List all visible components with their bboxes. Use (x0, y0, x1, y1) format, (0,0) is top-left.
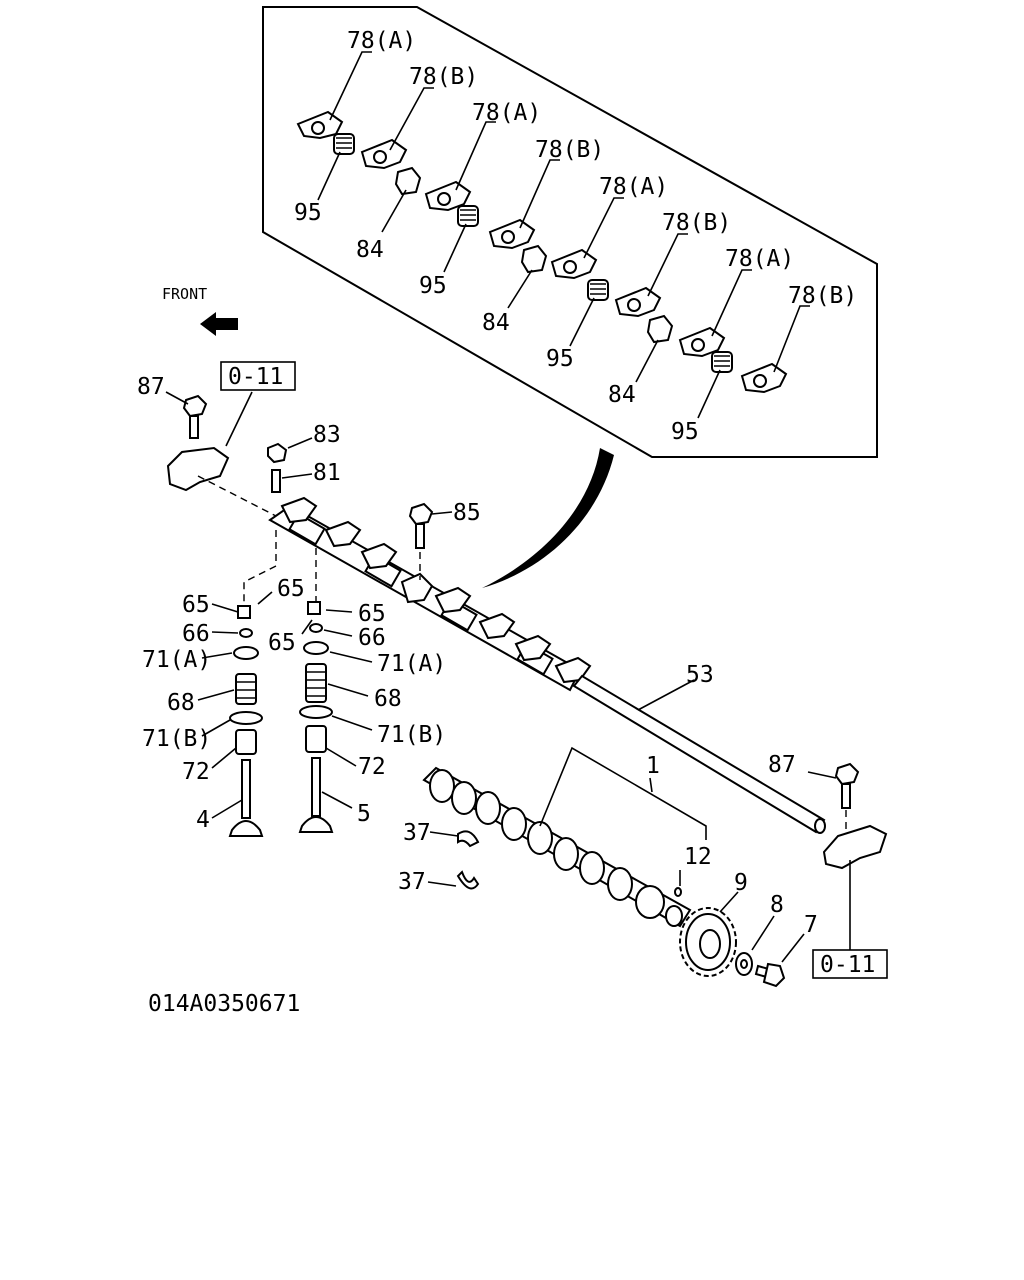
label-71b-right: 71(B) (377, 722, 446, 748)
label-78a-3: 78(A) (599, 174, 668, 200)
shaft-rod-53 (572, 674, 826, 834)
label-65-c: 65 (358, 601, 386, 627)
detail-callout-wedge (482, 448, 614, 588)
label-87-right: 87 (768, 752, 796, 778)
label-4: 4 (196, 807, 210, 833)
camshaft (422, 766, 692, 928)
rocker-arm-78b-4 (740, 362, 788, 394)
label-95-4: 95 (671, 419, 699, 445)
label-5: 5 (357, 801, 371, 827)
label-72-left: 72 (182, 759, 210, 785)
label-78a-4: 78(A) (725, 246, 794, 272)
label-71a-right: 71(A) (377, 651, 446, 677)
stud-81 (271, 469, 281, 493)
nut-83 (267, 442, 288, 464)
bolt-87-right (834, 762, 860, 809)
label-85: 85 (453, 500, 481, 526)
label-71a-left: 71(A) (142, 647, 211, 673)
rocker-arm-78a-2 (424, 180, 472, 212)
label-78b-1: 78(B) (409, 64, 478, 90)
label-65-a: 65 (182, 592, 210, 618)
detail-inset-frame (262, 6, 878, 458)
label-78b-4: 78(B) (788, 283, 857, 309)
bracket-84-3 (646, 314, 674, 344)
valve-leader-lines (197, 591, 373, 819)
svg-text:0-11: 0-11 (228, 364, 283, 390)
label-8: 8 (770, 892, 784, 918)
rocker-arm-78b-1 (360, 138, 408, 170)
front-label: FRONT (162, 285, 207, 303)
label-84-3: 84 (608, 382, 636, 408)
rocker-arm-78a-3 (550, 248, 598, 280)
diagram-code: 014A0350671 (148, 991, 300, 1017)
bolt-85 (408, 502, 434, 549)
ref-box-right: 0-11 (812, 949, 888, 979)
label-95-3: 95 (546, 346, 574, 372)
bracket-84-2 (520, 244, 548, 274)
label-68-right: 68 (374, 686, 402, 712)
bearing-37-upper (457, 830, 480, 848)
spring-95-2 (457, 205, 479, 227)
label-78a-2: 78(A) (472, 100, 541, 126)
shaft-rocker-arms (280, 496, 592, 684)
inset-leader-lines (317, 51, 810, 419)
label-9: 9 (734, 870, 748, 896)
spring-95-4 (711, 351, 733, 373)
label-37-a: 37 (403, 820, 431, 846)
label-65-b: 65 (277, 576, 305, 602)
label-95-1: 95 (294, 200, 322, 226)
valve-stack-left (228, 605, 264, 837)
rocker-arm-78b-3 (614, 286, 662, 318)
label-71b-left: 71(B) (142, 726, 211, 752)
label-68-left: 68 (167, 690, 195, 716)
label-84-1: 84 (356, 237, 384, 263)
label-81: 81 (313, 460, 341, 486)
bracket-right (822, 824, 888, 870)
spring-95-1 (333, 133, 355, 155)
label-78a-1: 78(A) (347, 28, 416, 54)
bearing-37-lower (456, 870, 480, 890)
label-53: 53 (686, 662, 714, 688)
bolt-7 (754, 962, 786, 988)
key-12 (674, 887, 682, 897)
label-12: 12 (684, 844, 712, 870)
label-87-left: 87 (137, 374, 165, 400)
label-95-2: 95 (419, 273, 447, 299)
label-37-b: 37 (398, 869, 426, 895)
rocker-shaft-assembly (268, 496, 592, 692)
spring-95-3 (587, 279, 609, 301)
washer-8 (735, 952, 753, 976)
label-1: 1 (646, 753, 660, 779)
bracket-left (166, 446, 230, 492)
bracket-84-1 (394, 166, 422, 196)
label-78b-3: 78(B) (662, 210, 731, 236)
label-66-left: 66 (182, 621, 210, 647)
label-83: 83 (313, 422, 341, 448)
bolt-87-left (182, 394, 208, 439)
label-84-2: 84 (482, 310, 510, 336)
label-65-d: 65 (268, 630, 296, 656)
front-arrow-icon (200, 312, 238, 336)
ref-box-left: 0-11 (220, 361, 296, 391)
label-7: 7 (804, 912, 818, 938)
label-72-right: 72 (358, 754, 386, 780)
svg-text:0-11: 0-11 (820, 952, 875, 978)
valve-stack-right (298, 601, 334, 833)
label-78b-2: 78(B) (535, 137, 604, 163)
rocker-arm-78b-2 (488, 218, 536, 250)
label-66-right: 66 (358, 625, 386, 651)
cam-gear-9 (679, 907, 737, 977)
